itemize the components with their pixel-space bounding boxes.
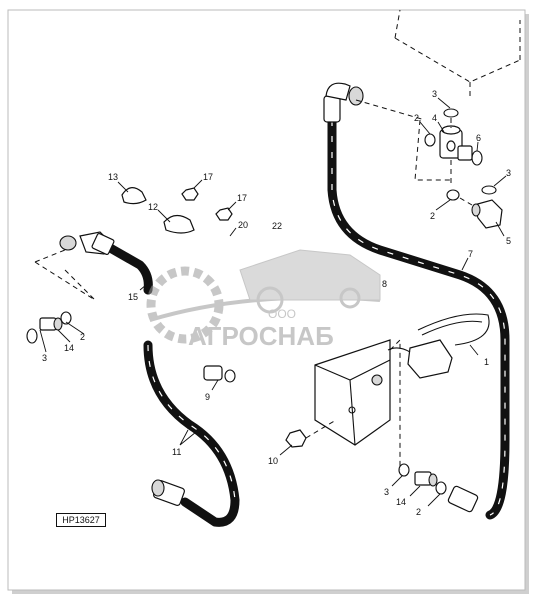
elbow-fitting-5 xyxy=(471,199,503,229)
dash-c xyxy=(459,197,473,206)
callout-17: 17 xyxy=(203,172,213,182)
callout-15: 15 xyxy=(128,292,138,302)
o-ring-2-bottom xyxy=(435,481,447,495)
callout-labels: 3 2 4 6 3 2 5 7 8 1 13 12 17 17 20 22 15… xyxy=(42,89,511,517)
hose-end-fitting-left xyxy=(151,479,185,507)
watermark-prefix: ООО xyxy=(268,307,296,321)
callout-14: 14 xyxy=(64,343,74,353)
dash-nut xyxy=(305,419,337,439)
hose-left xyxy=(100,240,240,527)
solenoid-connector xyxy=(387,313,490,379)
o-ring-3-mid xyxy=(481,185,497,195)
hose-right xyxy=(327,115,510,520)
callout-10: 10 xyxy=(268,456,278,466)
o-ring-3-left xyxy=(26,328,38,344)
valve-block xyxy=(314,339,391,446)
callout-14: 14 xyxy=(396,497,406,507)
adapter-fitting-bottom xyxy=(414,471,438,487)
callout-1: 1 xyxy=(484,357,489,367)
dash-block xyxy=(389,338,401,470)
callout-2: 2 xyxy=(430,211,435,221)
callout-5: 5 xyxy=(506,236,511,246)
o-ring-2-left xyxy=(60,311,72,325)
callout-3: 3 xyxy=(432,89,437,99)
callout-7: 7 xyxy=(468,249,473,259)
dash-left xyxy=(34,249,96,301)
callout-9: 9 xyxy=(205,392,210,402)
callout-13: 13 xyxy=(108,172,118,182)
callout-22: 22 xyxy=(272,221,282,231)
callout-8: 8 xyxy=(382,279,387,289)
dash-top-elbow xyxy=(355,99,426,121)
tee-fitting xyxy=(439,125,473,161)
nut-17-b xyxy=(215,207,233,221)
elbow-fitting-left xyxy=(59,231,115,255)
watermark-company-name: АГРОСНАБ xyxy=(188,321,334,351)
fitting-9 xyxy=(203,365,236,383)
callout-6: 6 xyxy=(476,133,481,143)
figure-reference-code: HP13627 xyxy=(56,513,106,527)
callout-4: 4 xyxy=(432,113,437,123)
callout-17: 17 xyxy=(237,193,247,203)
callout-2: 2 xyxy=(80,332,85,342)
callout-11: 11 xyxy=(172,447,181,457)
clamp-12 xyxy=(163,214,195,234)
hose-end-fitting-right xyxy=(447,485,479,513)
o-ring-3-top xyxy=(443,108,459,118)
callout-3: 3 xyxy=(506,168,511,178)
callout-20: 20 xyxy=(238,220,248,230)
adapter-fitting-left xyxy=(39,317,63,331)
callout-2: 2 xyxy=(416,507,421,517)
o-ring-3-bottom xyxy=(398,463,410,477)
o-ring-2-mid xyxy=(446,189,460,201)
watermark-logo: ООО АГРОСНАБ xyxy=(146,249,381,351)
callout-2: 2 xyxy=(414,113,419,123)
housing-outline xyxy=(394,9,521,181)
callout-3: 3 xyxy=(384,487,389,497)
callout-3: 3 xyxy=(42,353,47,363)
callout-12: 12 xyxy=(148,202,158,212)
leader-lines xyxy=(39,97,507,507)
nut-10 xyxy=(285,429,307,448)
